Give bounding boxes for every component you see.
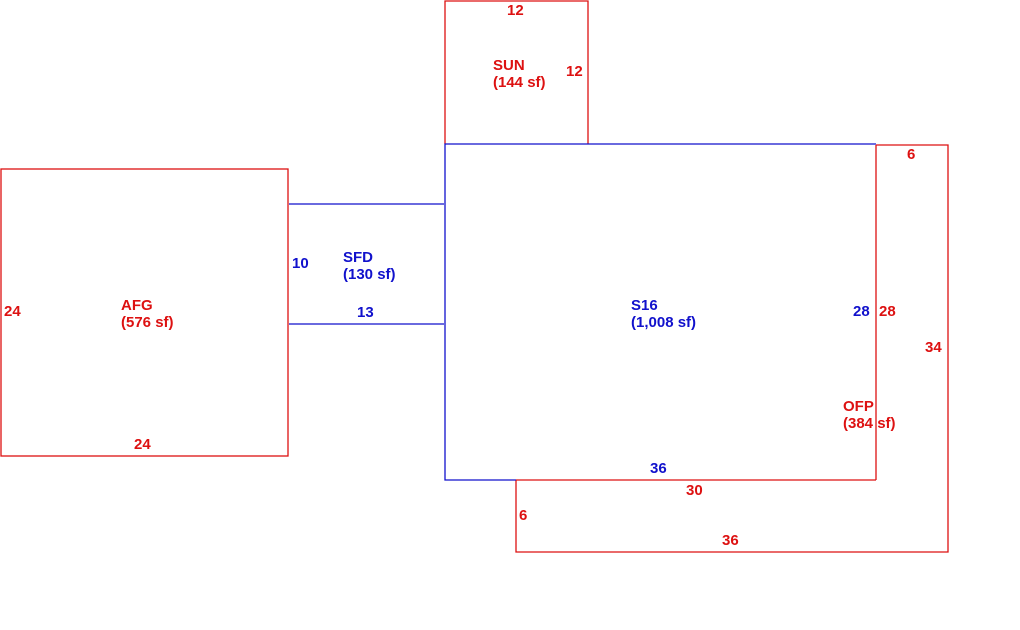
s16-right-dimension: 28 bbox=[853, 303, 870, 320]
sfd-area-size: (130 sf) bbox=[343, 266, 396, 283]
ofp-left-dimension: 28 bbox=[879, 303, 896, 320]
sun-right-dimension: 12 bbox=[566, 63, 583, 80]
ofp-lower-left-dimension: 6 bbox=[519, 507, 528, 524]
sfd-area-label: SFD (130 sf) bbox=[343, 249, 396, 283]
ofp-top-dimension: 6 bbox=[907, 146, 916, 163]
afg-outline bbox=[0, 168, 289, 457]
s16-outline bbox=[444, 143, 876, 481]
ofp-inner-bottom-dimension: 30 bbox=[686, 482, 703, 499]
s16-area-name: S16 bbox=[631, 297, 658, 314]
sfd-bottom-dimension: 13 bbox=[357, 304, 374, 321]
sfd-area-name: SFD bbox=[343, 249, 373, 266]
afg-area-size: (576 sf) bbox=[121, 314, 174, 331]
s16-area-label: S16 (1,008 sf) bbox=[631, 297, 696, 331]
sun-area-size: (144 sf) bbox=[493, 74, 546, 91]
sun-outline bbox=[444, 0, 589, 144]
s16-area-size: (1,008 sf) bbox=[631, 314, 697, 331]
sun-area-label: SUN (144 sf) bbox=[493, 57, 546, 91]
sfd-left-dimension: 10 bbox=[292, 255, 309, 272]
sun-top-dimension: 12 bbox=[507, 2, 524, 19]
ofp-bottom-dimension: 36 bbox=[722, 532, 739, 549]
ofp-area-label: OFP (384 sf) bbox=[843, 398, 896, 432]
afg-bottom-dimension: 24 bbox=[134, 436, 151, 453]
ofp-outline bbox=[515, 144, 949, 553]
ofp-right-dimension: 34 bbox=[925, 339, 942, 356]
ofp-area-name: OFP bbox=[843, 398, 874, 415]
sun-area-name: SUN bbox=[493, 57, 525, 74]
afg-area-name: AFG bbox=[121, 297, 153, 314]
s16-bottom-dimension: 36 bbox=[650, 460, 667, 477]
ofp-area-size: (384 sf) bbox=[843, 415, 896, 432]
afg-left-dimension: 24 bbox=[4, 303, 21, 320]
afg-area-label: AFG (576 sf) bbox=[121, 297, 174, 331]
